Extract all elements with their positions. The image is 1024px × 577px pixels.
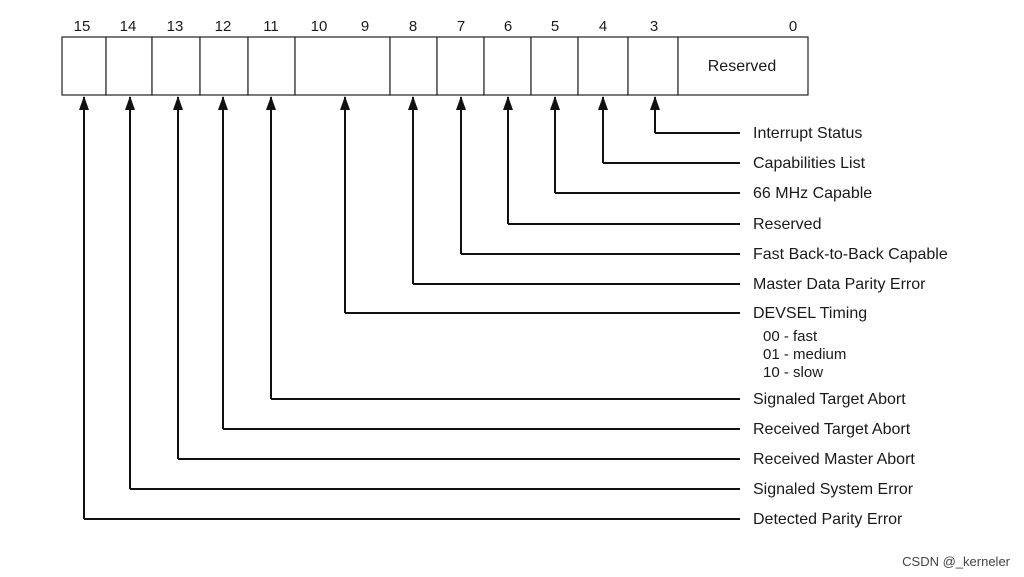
bit-number: 12 <box>215 18 232 35</box>
bit-cell-7 <box>436 36 485 96</box>
bit-number: 0 <box>789 18 797 35</box>
field-label-received-master-abort: Received Master Abort <box>753 451 915 468</box>
devsel-option: 01 - medium <box>763 346 846 363</box>
bit-cell-8 <box>389 36 438 96</box>
leader-lines <box>79 96 740 520</box>
bit-cell-11 <box>247 36 296 96</box>
bit-number: 10 <box>311 18 328 35</box>
field-label-reserved: Reserved <box>753 216 821 233</box>
field-label-fast-back-to-back: Fast Back-to-Back Capable <box>753 246 948 263</box>
bit-number: 4 <box>599 18 607 35</box>
bit-number: 11 <box>263 18 279 35</box>
field-label-capabilities-list: Capabilities List <box>753 155 866 172</box>
register-cells <box>61 36 809 96</box>
field-label-detected-parity-error: Detected Parity Error <box>753 511 903 528</box>
watermark-text: CSDN @_kerneler <box>902 554 1010 569</box>
field-label-signaled-system-error: Signaled System Error <box>753 481 914 498</box>
devsel-option: 10 - slow <box>763 364 823 381</box>
bit-number: 7 <box>457 18 465 35</box>
bit-number: 6 <box>504 18 512 35</box>
bit-number: 15 <box>74 18 91 35</box>
bit-number-row: 15 14 13 12 11 10 9 8 7 6 5 4 3 0 <box>74 18 798 35</box>
field-label-received-target-abort: Received Target Abort <box>753 421 911 438</box>
bit-cell-12 <box>199 36 249 96</box>
field-label-master-data-parity-error: Master Data Parity Error <box>753 276 926 293</box>
bit-cell-13 <box>151 36 201 96</box>
reserved-cell <box>677 36 809 96</box>
field-label-signaled-target-abort: Signaled Target Abort <box>753 391 906 408</box>
devsel-option: 00 - fast <box>763 328 818 345</box>
bit-number: 14 <box>120 18 137 35</box>
bit-number: 8 <box>409 18 417 35</box>
bit-number: 3 <box>650 18 658 35</box>
bit-cell-6 <box>483 36 532 96</box>
bit-cell-10-9 <box>294 36 391 96</box>
field-label-devsel-timing: DEVSEL Timing <box>753 305 867 322</box>
bit-cell-5 <box>530 36 579 96</box>
bit-cell-3 <box>627 36 679 96</box>
field-labels: Interrupt Status Capabilities List 66 MH… <box>753 125 948 528</box>
bit-number: 13 <box>167 18 184 35</box>
bit-cell-14 <box>105 36 153 96</box>
field-label-66mhz-capable: 66 MHz Capable <box>753 185 872 202</box>
bit-number: 9 <box>361 18 369 35</box>
field-label-interrupt-status: Interrupt Status <box>753 125 862 142</box>
bit-cell-4 <box>577 36 629 96</box>
bit-cell-15 <box>61 36 107 96</box>
reserved-cell-label: Reserved <box>708 58 776 75</box>
bit-number: 5 <box>551 18 559 35</box>
